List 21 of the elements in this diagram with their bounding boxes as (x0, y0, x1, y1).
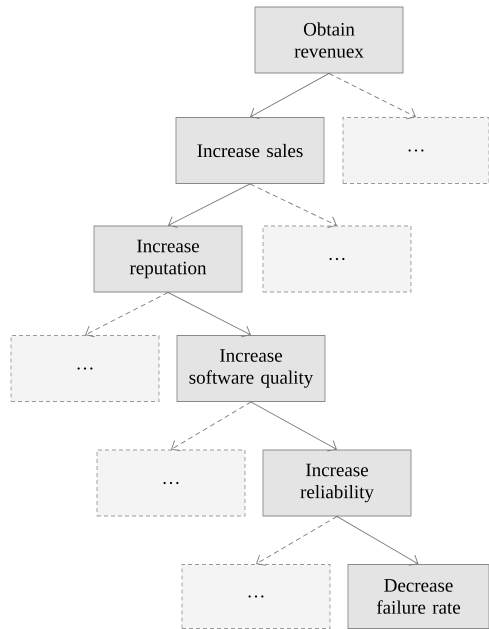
arrow (250, 73, 330, 120)
arrow (85, 292, 168, 338)
placeholder-box: … (10, 335, 160, 402)
placeholder-box: … (342, 117, 489, 184)
arrow (168, 184, 250, 228)
placeholder-box: … (262, 226, 412, 292)
arrow (168, 292, 251, 338)
arrow (171, 402, 252, 452)
arrow (250, 402, 337, 452)
arrow (250, 184, 337, 228)
goal-box: Decrease failure rate (348, 564, 489, 629)
arrow (336, 516, 418, 566)
goal-box: Increase software quality (176, 335, 326, 402)
goal-box: Obtain revenuex (254, 6, 404, 74)
goal-box: Increase reputation (94, 226, 242, 292)
arrow (328, 73, 416, 120)
arrow (256, 516, 338, 566)
goal-box: Increase sales (176, 117, 324, 184)
placeholder-box: … (182, 564, 330, 629)
placeholder-box: … (96, 450, 246, 516)
goal-box: Increase reliability (262, 450, 412, 516)
